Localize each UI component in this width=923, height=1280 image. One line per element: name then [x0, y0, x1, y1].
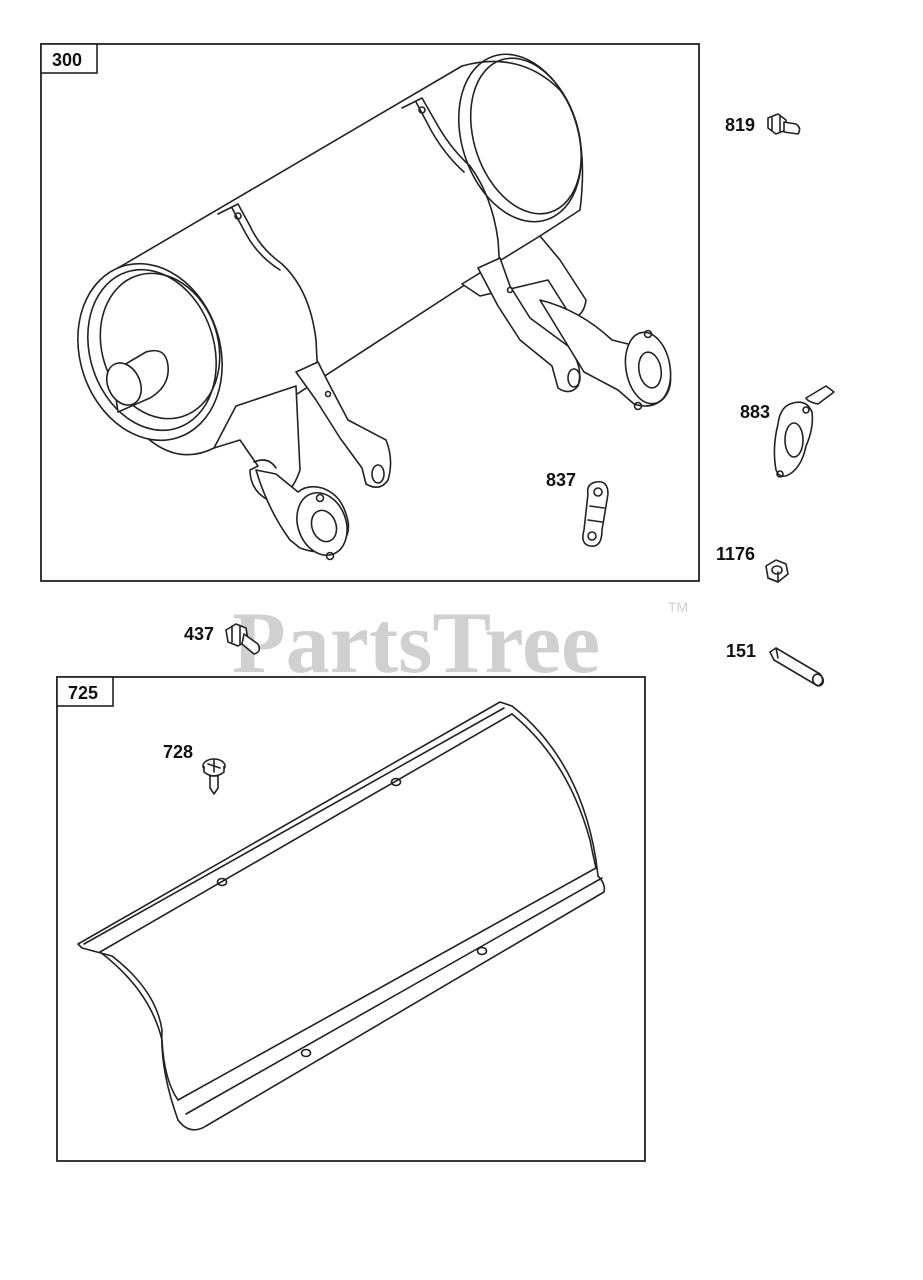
part-437[interactable]: 437: [184, 623, 261, 655]
part-1176[interactable]: 1176: [716, 544, 789, 583]
callout-1176: 1176: [716, 544, 755, 564]
callout-437: 437: [184, 624, 214, 644]
assembly-tag-725: 725: [68, 683, 98, 703]
part-819[interactable]: 819: [725, 113, 801, 135]
callout-728: 728: [163, 742, 193, 762]
assembly-tag-300: 300: [52, 50, 82, 70]
assembly-box-725[interactable]: 725: [56, 676, 646, 1162]
muffler-drawing[interactable]: [56, 38, 676, 562]
part-728[interactable]: 728: [163, 742, 226, 795]
watermark: PartsTree TM: [232, 595, 688, 692]
callout-151: 151: [726, 641, 756, 661]
callout-837: 837: [546, 470, 576, 490]
part-151[interactable]: 151: [726, 641, 825, 688]
callout-883: 883: [740, 402, 770, 422]
callout-819: 819: [725, 115, 755, 135]
heat-shield-drawing[interactable]: [77, 701, 606, 1131]
assembly-box-300[interactable]: 300: [40, 43, 700, 582]
part-883[interactable]: 883: [740, 385, 835, 478]
part-837[interactable]: 837: [546, 470, 609, 547]
watermark-text: PartsTree: [232, 595, 600, 692]
watermark-trademark: TM: [668, 599, 688, 615]
